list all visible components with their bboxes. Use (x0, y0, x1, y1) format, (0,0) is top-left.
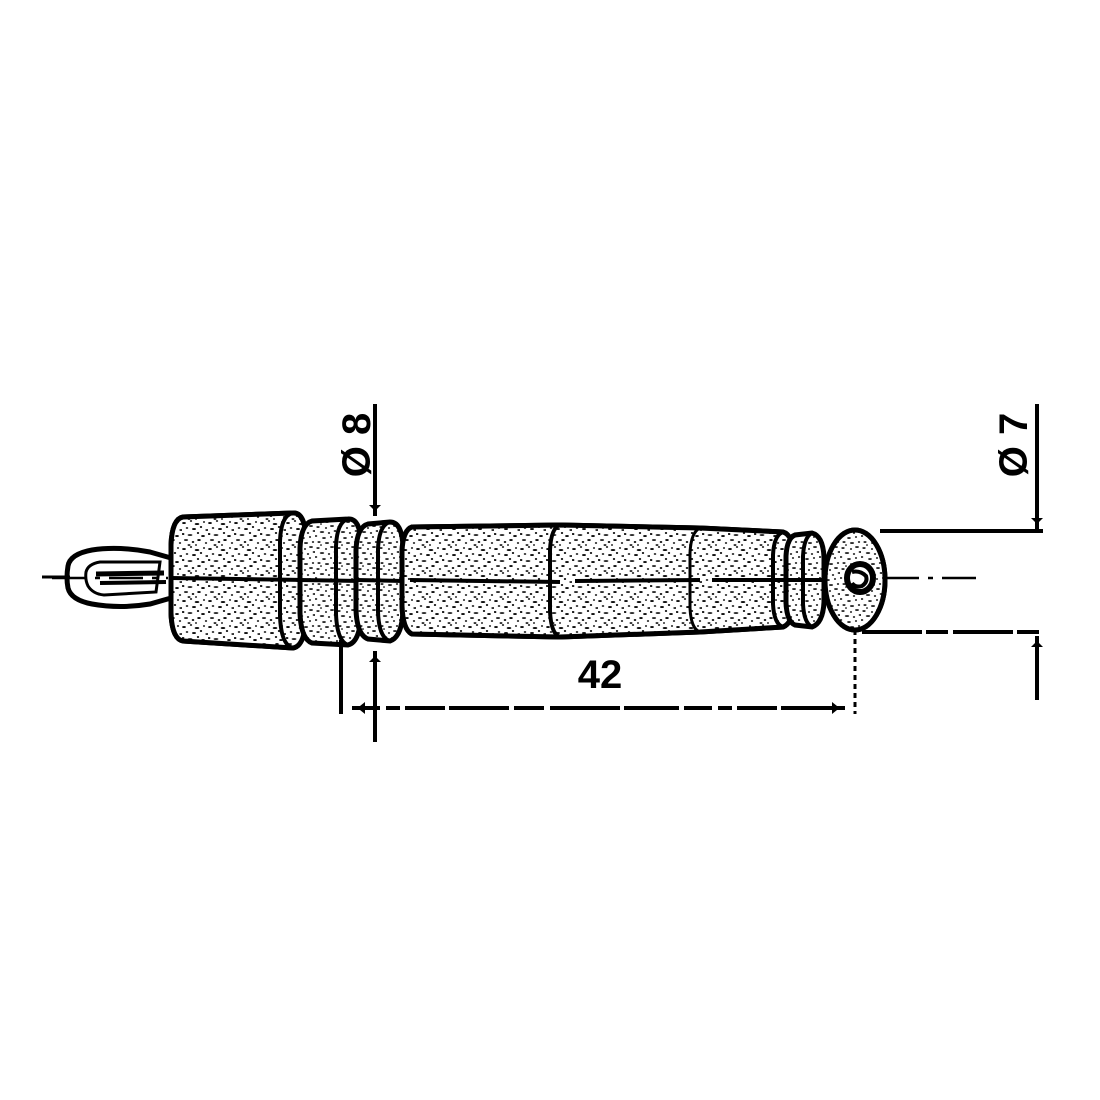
part-body (42, 510, 888, 651)
dimension-diameter-8: Ø 8 (335, 404, 381, 742)
dimension-label-length-42: 42 (578, 653, 623, 697)
large-barrel (168, 510, 309, 651)
dimension-label-diameter-7: Ø 7 (992, 413, 1036, 477)
dimension-diameter-7: Ø 7 (862, 404, 1043, 700)
collar-ring-1 (297, 516, 364, 648)
dimension-label-diameter-8: Ø 8 (335, 413, 379, 477)
end-cap-socket (844, 561, 876, 595)
tapered-shaft (399, 522, 797, 640)
end-cap (822, 527, 888, 633)
dimension-length-42: 42 (339, 630, 857, 714)
small-collar (783, 530, 827, 630)
collar-ring-2 (353, 519, 406, 644)
